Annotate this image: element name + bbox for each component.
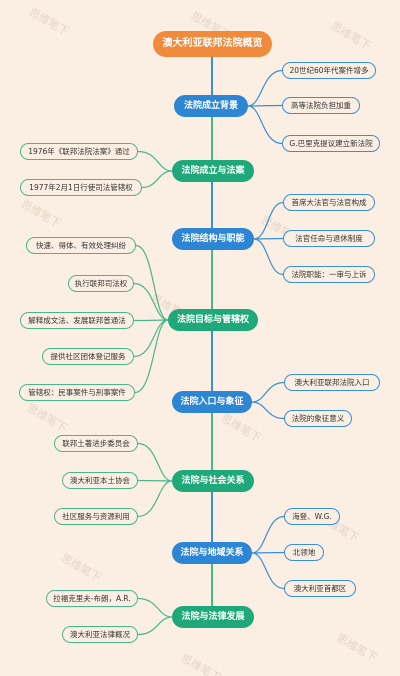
leaf-node[interactable]: 执行联邦司法权 bbox=[68, 275, 134, 292]
leaf-node[interactable]: 澳大利亚联邦法院入口 bbox=[284, 374, 380, 391]
watermark-text: 思维笔下 bbox=[335, 630, 380, 664]
connector-line bbox=[137, 442, 173, 482]
watermark-text: 思维笔下 bbox=[27, 4, 72, 38]
branch-node-society[interactable]: 法院与社会关系 bbox=[172, 470, 254, 492]
watermark-text: 思维笔下 bbox=[25, 400, 70, 434]
root-node[interactable]: 澳大利亚联邦法院概览 bbox=[153, 31, 272, 57]
connector-line bbox=[251, 552, 285, 590]
connector-line bbox=[251, 401, 285, 420]
connector-line bbox=[137, 597, 173, 618]
leaf-node[interactable]: 20世纪60年代案件增多 bbox=[282, 62, 376, 79]
connector-line bbox=[133, 282, 169, 321]
leaf-node[interactable]: 澳大利亚本土协会 bbox=[62, 472, 138, 489]
connector-line bbox=[137, 480, 173, 518]
branch-node-structure[interactable]: 法院结构与职能 bbox=[172, 228, 254, 250]
leaf-node[interactable]: 法院的象征意义 bbox=[284, 410, 352, 427]
connector-line bbox=[253, 201, 284, 240]
connector-lines bbox=[133, 57, 285, 636]
connector-line bbox=[141, 170, 173, 189]
connector-line bbox=[251, 551, 285, 554]
leaf-node[interactable]: G.巴里克提议建立新法院 bbox=[282, 135, 380, 152]
branch-node-background[interactable]: 法院成立背景 bbox=[174, 95, 248, 117]
watermark-text: 思维笔下 bbox=[19, 196, 64, 230]
leaf-node[interactable]: 管辖权：民事案件与刑事案件 bbox=[19, 384, 135, 401]
connector-line bbox=[133, 319, 169, 322]
watermark-text: 思维笔下 bbox=[179, 650, 224, 676]
leaf-node[interactable]: 解释成文法、发展联邦普通法 bbox=[20, 312, 134, 329]
leaf-node[interactable]: 1976年《联邦法院法案》通过 bbox=[20, 143, 138, 160]
leaf-node[interactable]: 法官任命与退休制度 bbox=[283, 230, 375, 247]
leaf-node[interactable]: 拉福克里夫-布朗，A.R. bbox=[46, 590, 138, 607]
leaf-node[interactable]: 法院职能：一审与上诉 bbox=[283, 266, 375, 283]
leaf-node[interactable]: 1977年2月1日行使司法管辖权 bbox=[20, 179, 142, 196]
branch-node-goals[interactable]: 法院目标与管辖权 bbox=[168, 309, 258, 331]
connector-line bbox=[133, 319, 169, 358]
leaf-node[interactable]: 社区服务与资源利用 bbox=[54, 508, 138, 525]
connector-line bbox=[247, 104, 283, 107]
leaf-node[interactable]: 快速、得体、有效处理纠纷 bbox=[26, 237, 136, 254]
connector-line bbox=[247, 105, 283, 145]
leaf-node[interactable]: 海登、W.G. bbox=[284, 508, 340, 525]
leaf-node[interactable]: 高等法院负担加重 bbox=[282, 97, 360, 114]
branch-node-establishment[interactable]: 法院成立与法案 bbox=[172, 160, 254, 182]
branch-node-region[interactable]: 法院与地域关系 bbox=[172, 542, 252, 564]
branch-node-legal-development[interactable]: 法院与法律发展 bbox=[172, 606, 254, 628]
connector-line bbox=[134, 319, 169, 394]
connector-line bbox=[253, 237, 284, 240]
leaf-node[interactable]: 北领地 bbox=[284, 544, 324, 561]
connector-line bbox=[135, 244, 169, 321]
connector-line bbox=[251, 515, 285, 554]
leaf-node[interactable]: 联邦土著进步委员会 bbox=[54, 435, 138, 452]
connector-line bbox=[247, 69, 283, 107]
connector-line bbox=[253, 238, 284, 276]
watermark-text: 思维笔下 bbox=[219, 410, 264, 444]
leaf-node[interactable]: 澳大利亚首都区 bbox=[284, 580, 356, 597]
watermark-text: 思维笔下 bbox=[329, 18, 374, 52]
leaf-node[interactable]: 提供社区团体登记服务 bbox=[42, 348, 134, 365]
watermark-text: 思维笔下 bbox=[59, 550, 104, 584]
connector-line bbox=[137, 150, 173, 172]
connector-line bbox=[251, 381, 285, 403]
connector-line bbox=[137, 616, 173, 636]
connector-line bbox=[137, 479, 173, 482]
leaf-node[interactable]: 澳大利亚法律概况 bbox=[62, 626, 138, 643]
leaf-node[interactable]: 首席大法官与法官构成 bbox=[283, 194, 375, 211]
branch-node-entrance[interactable]: 法院入口与象征 bbox=[172, 391, 252, 413]
